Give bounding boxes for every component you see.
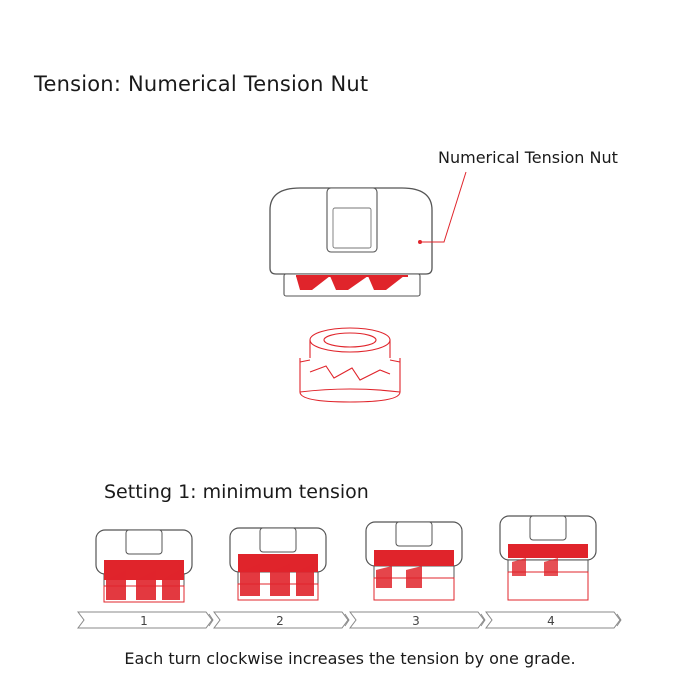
caption: Each turn clockwise increases the tensio…: [124, 649, 576, 668]
grade-strip: [77, 611, 621, 629]
setting-prefix: Setting 1:: [104, 481, 197, 503]
callout-label: Numerical Tension Nut: [438, 148, 618, 167]
grade-illustration-1: [95, 529, 193, 603]
tension-nut-cap: [269, 171, 467, 297]
grade-illustration-2: [229, 527, 327, 601]
page-title: Tension: Numerical Tension Nut: [34, 72, 369, 96]
grade-illustration-4: [499, 515, 597, 601]
tension-base-ring: [299, 327, 401, 403]
setting-suffix: minimum tension: [196, 481, 369, 503]
grade-strip-chevrons: [208, 613, 622, 627]
grade-label-4: 4: [547, 614, 555, 628]
grade-label-1: 1: [140, 614, 148, 628]
setting-heading: Setting 1: minimum tension: [104, 481, 369, 503]
grade-label-3: 3: [412, 614, 420, 628]
grade-label-2: 2: [276, 614, 284, 628]
grade-illustration-3: [365, 521, 463, 601]
